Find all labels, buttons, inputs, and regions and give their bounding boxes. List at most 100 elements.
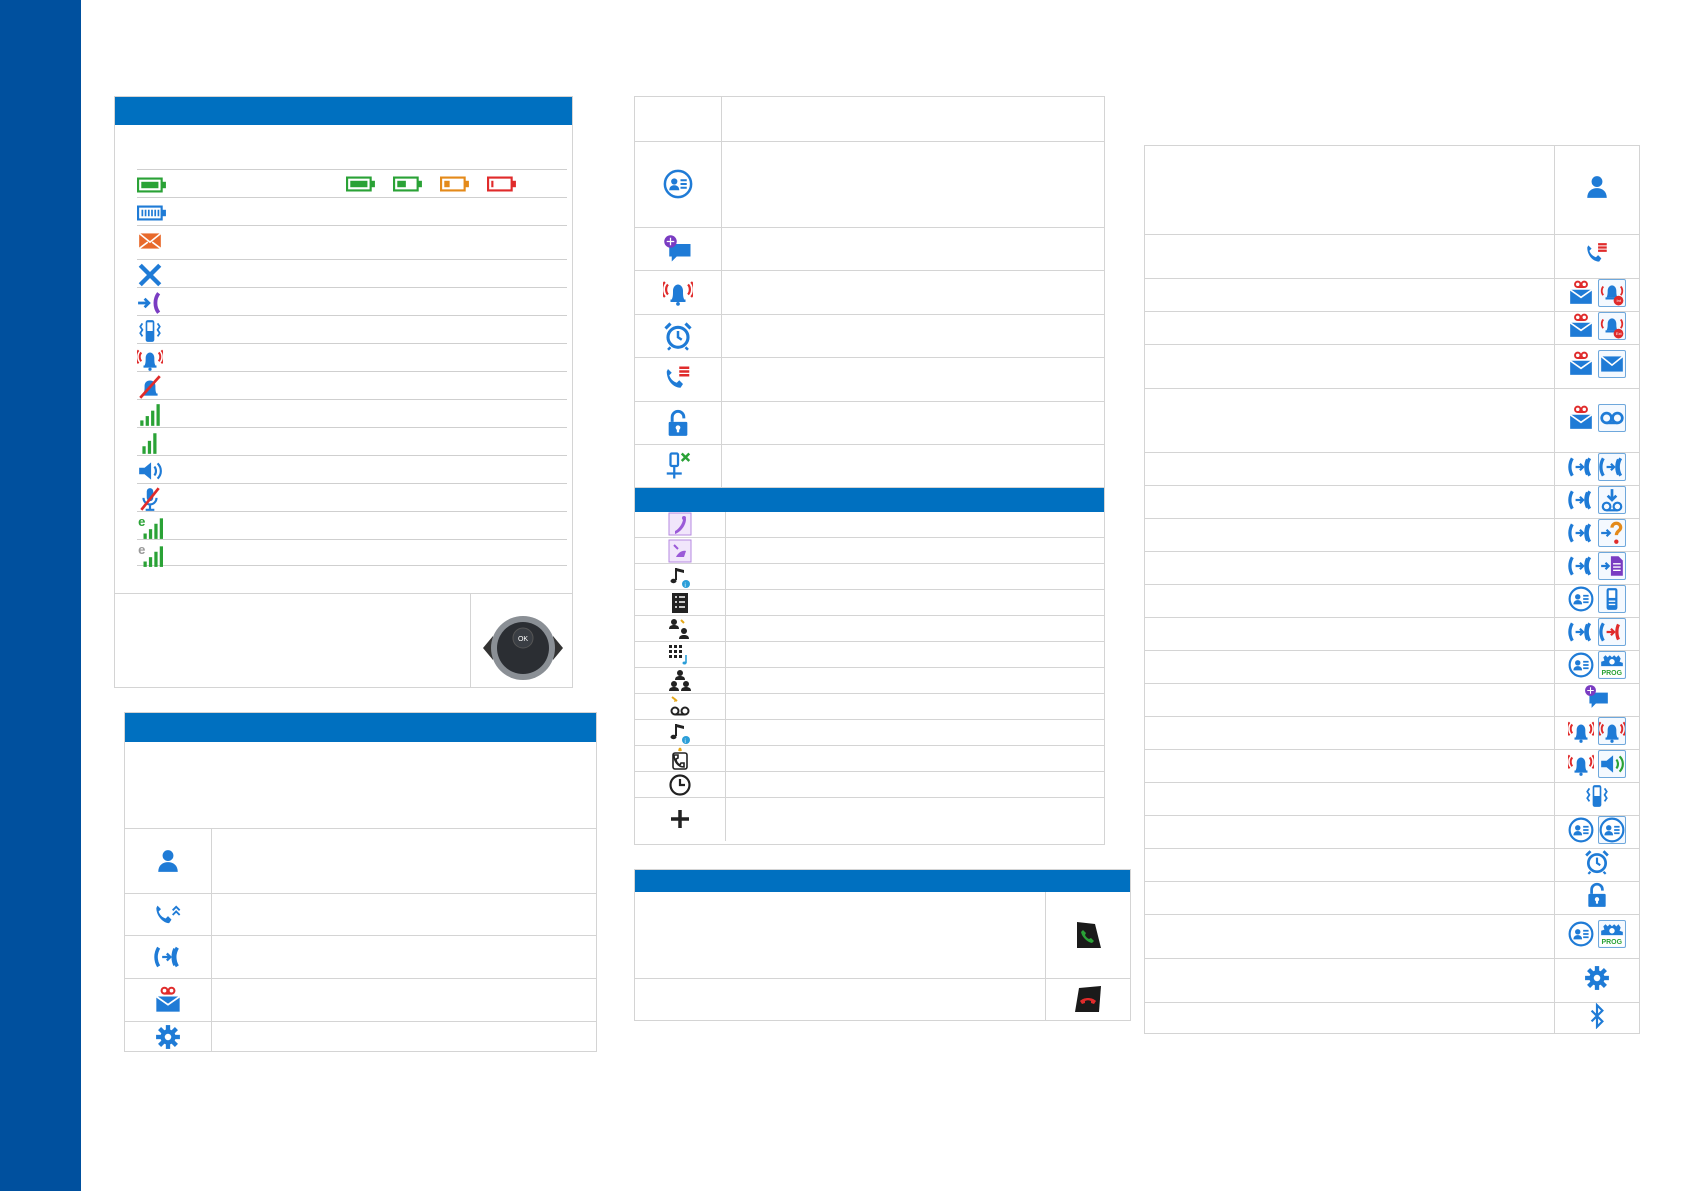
message-icon: [1584, 684, 1610, 710]
bluetooth-icon: [1584, 1003, 1610, 1029]
shortcut-description-cell: [1145, 749, 1554, 783]
table-row: [125, 828, 596, 894]
status-icon-cell: [137, 346, 169, 372]
transfer-icon: [1568, 553, 1594, 579]
transfer-icon: [1599, 454, 1625, 480]
clock-icon: [668, 773, 692, 797]
shortcut-icon-cell: Ext: [1553, 311, 1639, 345]
icon-pair: Int: [1568, 278, 1626, 307]
shortcut-description-cell: [1145, 848, 1554, 882]
music-info-icon: [668, 565, 692, 589]
shortcut-description-cell: [1145, 782, 1554, 816]
icon-pair: [1584, 882, 1610, 908]
shortcut-icon-cell: [1553, 617, 1639, 651]
alarm-bell-icon: [1568, 718, 1594, 744]
directory-icon: [1568, 817, 1594, 843]
icon-box: [1597, 350, 1626, 378]
alarm-bell-icon: [137, 346, 163, 372]
shortcut-icon-cell: [1553, 683, 1639, 717]
panel-header-bar: [125, 713, 596, 742]
table-row: [635, 615, 1104, 642]
table-row: [1145, 749, 1639, 783]
icon-pair: [1568, 716, 1626, 745]
shortcut-icon-cell: PROG: [1553, 650, 1639, 684]
keypad-music-icon: [668, 643, 692, 667]
status-icon-cell: [137, 262, 169, 288]
unlock-icon: [1584, 882, 1610, 908]
table-row: [635, 589, 1104, 616]
table-row: [635, 892, 1130, 979]
transfer-icon: [1568, 520, 1594, 546]
section-header-bar: [635, 487, 1104, 512]
handset-icon: [1599, 586, 1625, 612]
status-row: [137, 169, 567, 197]
voicemail-arrow-icon: [668, 695, 692, 719]
battery-charging-icon: [137, 204, 167, 222]
table-row: [635, 693, 1104, 720]
icon-box: [1597, 485, 1626, 514]
panel-header-bar: [635, 870, 1130, 892]
table-row: [1145, 452, 1639, 486]
navigator-section: OK: [115, 593, 572, 687]
transfer-icon: [1568, 454, 1594, 480]
shortcut-description-cell: [1145, 881, 1554, 915]
icon-box: PROG: [1597, 650, 1626, 679]
table-row: [635, 667, 1104, 694]
shortcut-icon-cell: [1553, 815, 1639, 849]
icon-pair: PROG: [1568, 920, 1626, 948]
prog-label: PROG: [1601, 939, 1623, 946]
call-log-icon: [154, 901, 182, 929]
shortcut-icon-cell: [1553, 782, 1639, 816]
status-row: [137, 259, 567, 287]
battery-empty-icon: [487, 175, 517, 193]
table-row: [635, 444, 1104, 488]
menu-icons-panel: [124, 712, 597, 1052]
voicemail-icon: [1568, 405, 1594, 431]
signal-low-icon: [137, 430, 163, 456]
feature-icons-panel: [634, 96, 1105, 845]
icon-pair: [1568, 551, 1626, 580]
table-row: [635, 97, 1104, 142]
plus-icon: [668, 807, 692, 831]
table-row: [1145, 1002, 1639, 1034]
menu-icon-table: [125, 828, 596, 1052]
table-row: [1145, 683, 1639, 717]
icon-box: [1597, 518, 1626, 547]
status-row: [137, 455, 567, 483]
status-row: [137, 343, 567, 371]
shortcut-description-cell: [1145, 146, 1554, 235]
document-icon: [1599, 553, 1625, 579]
ringing-phone-icon: [668, 747, 692, 771]
table-row: [635, 719, 1104, 746]
mic-muted-icon: [137, 486, 163, 512]
speaker-icon: [1599, 751, 1625, 777]
user-transfer-icon: [668, 617, 692, 641]
table-row: [1145, 848, 1639, 882]
table-row: PROG: [1145, 914, 1639, 959]
sidebar-strip: [0, 0, 81, 1191]
shortcut-description-cell: [1145, 388, 1554, 453]
icon-pair: PROG: [1568, 650, 1626, 679]
table-row: [635, 797, 1104, 841]
transfer-icon: [1568, 487, 1594, 513]
icon-pair: [1568, 749, 1626, 778]
navigator-key-icon[interactable]: OK: [481, 606, 565, 690]
shortcut-description-cell: [1145, 584, 1554, 618]
table-row: [1145, 584, 1639, 618]
table-row: [635, 270, 1104, 315]
table-row: [635, 641, 1104, 668]
table-row: [1145, 234, 1639, 279]
download-icon: [1599, 487, 1625, 513]
ringer-icon: [668, 512, 692, 536]
status-row: [137, 287, 567, 315]
music-info-icon: [668, 721, 692, 745]
contacts-icon: [155, 848, 181, 874]
shortcut-icon-cell: [1553, 716, 1639, 750]
shortcut-icon-cell: PROG: [1553, 914, 1639, 959]
battery-medium-icon: [393, 175, 423, 193]
red-key-icon: [1074, 986, 1101, 1013]
call-list-icon: [663, 364, 693, 394]
group-icon: [668, 669, 692, 693]
unlock-icon: [664, 409, 692, 437]
alarm-clock-icon: [663, 321, 693, 351]
